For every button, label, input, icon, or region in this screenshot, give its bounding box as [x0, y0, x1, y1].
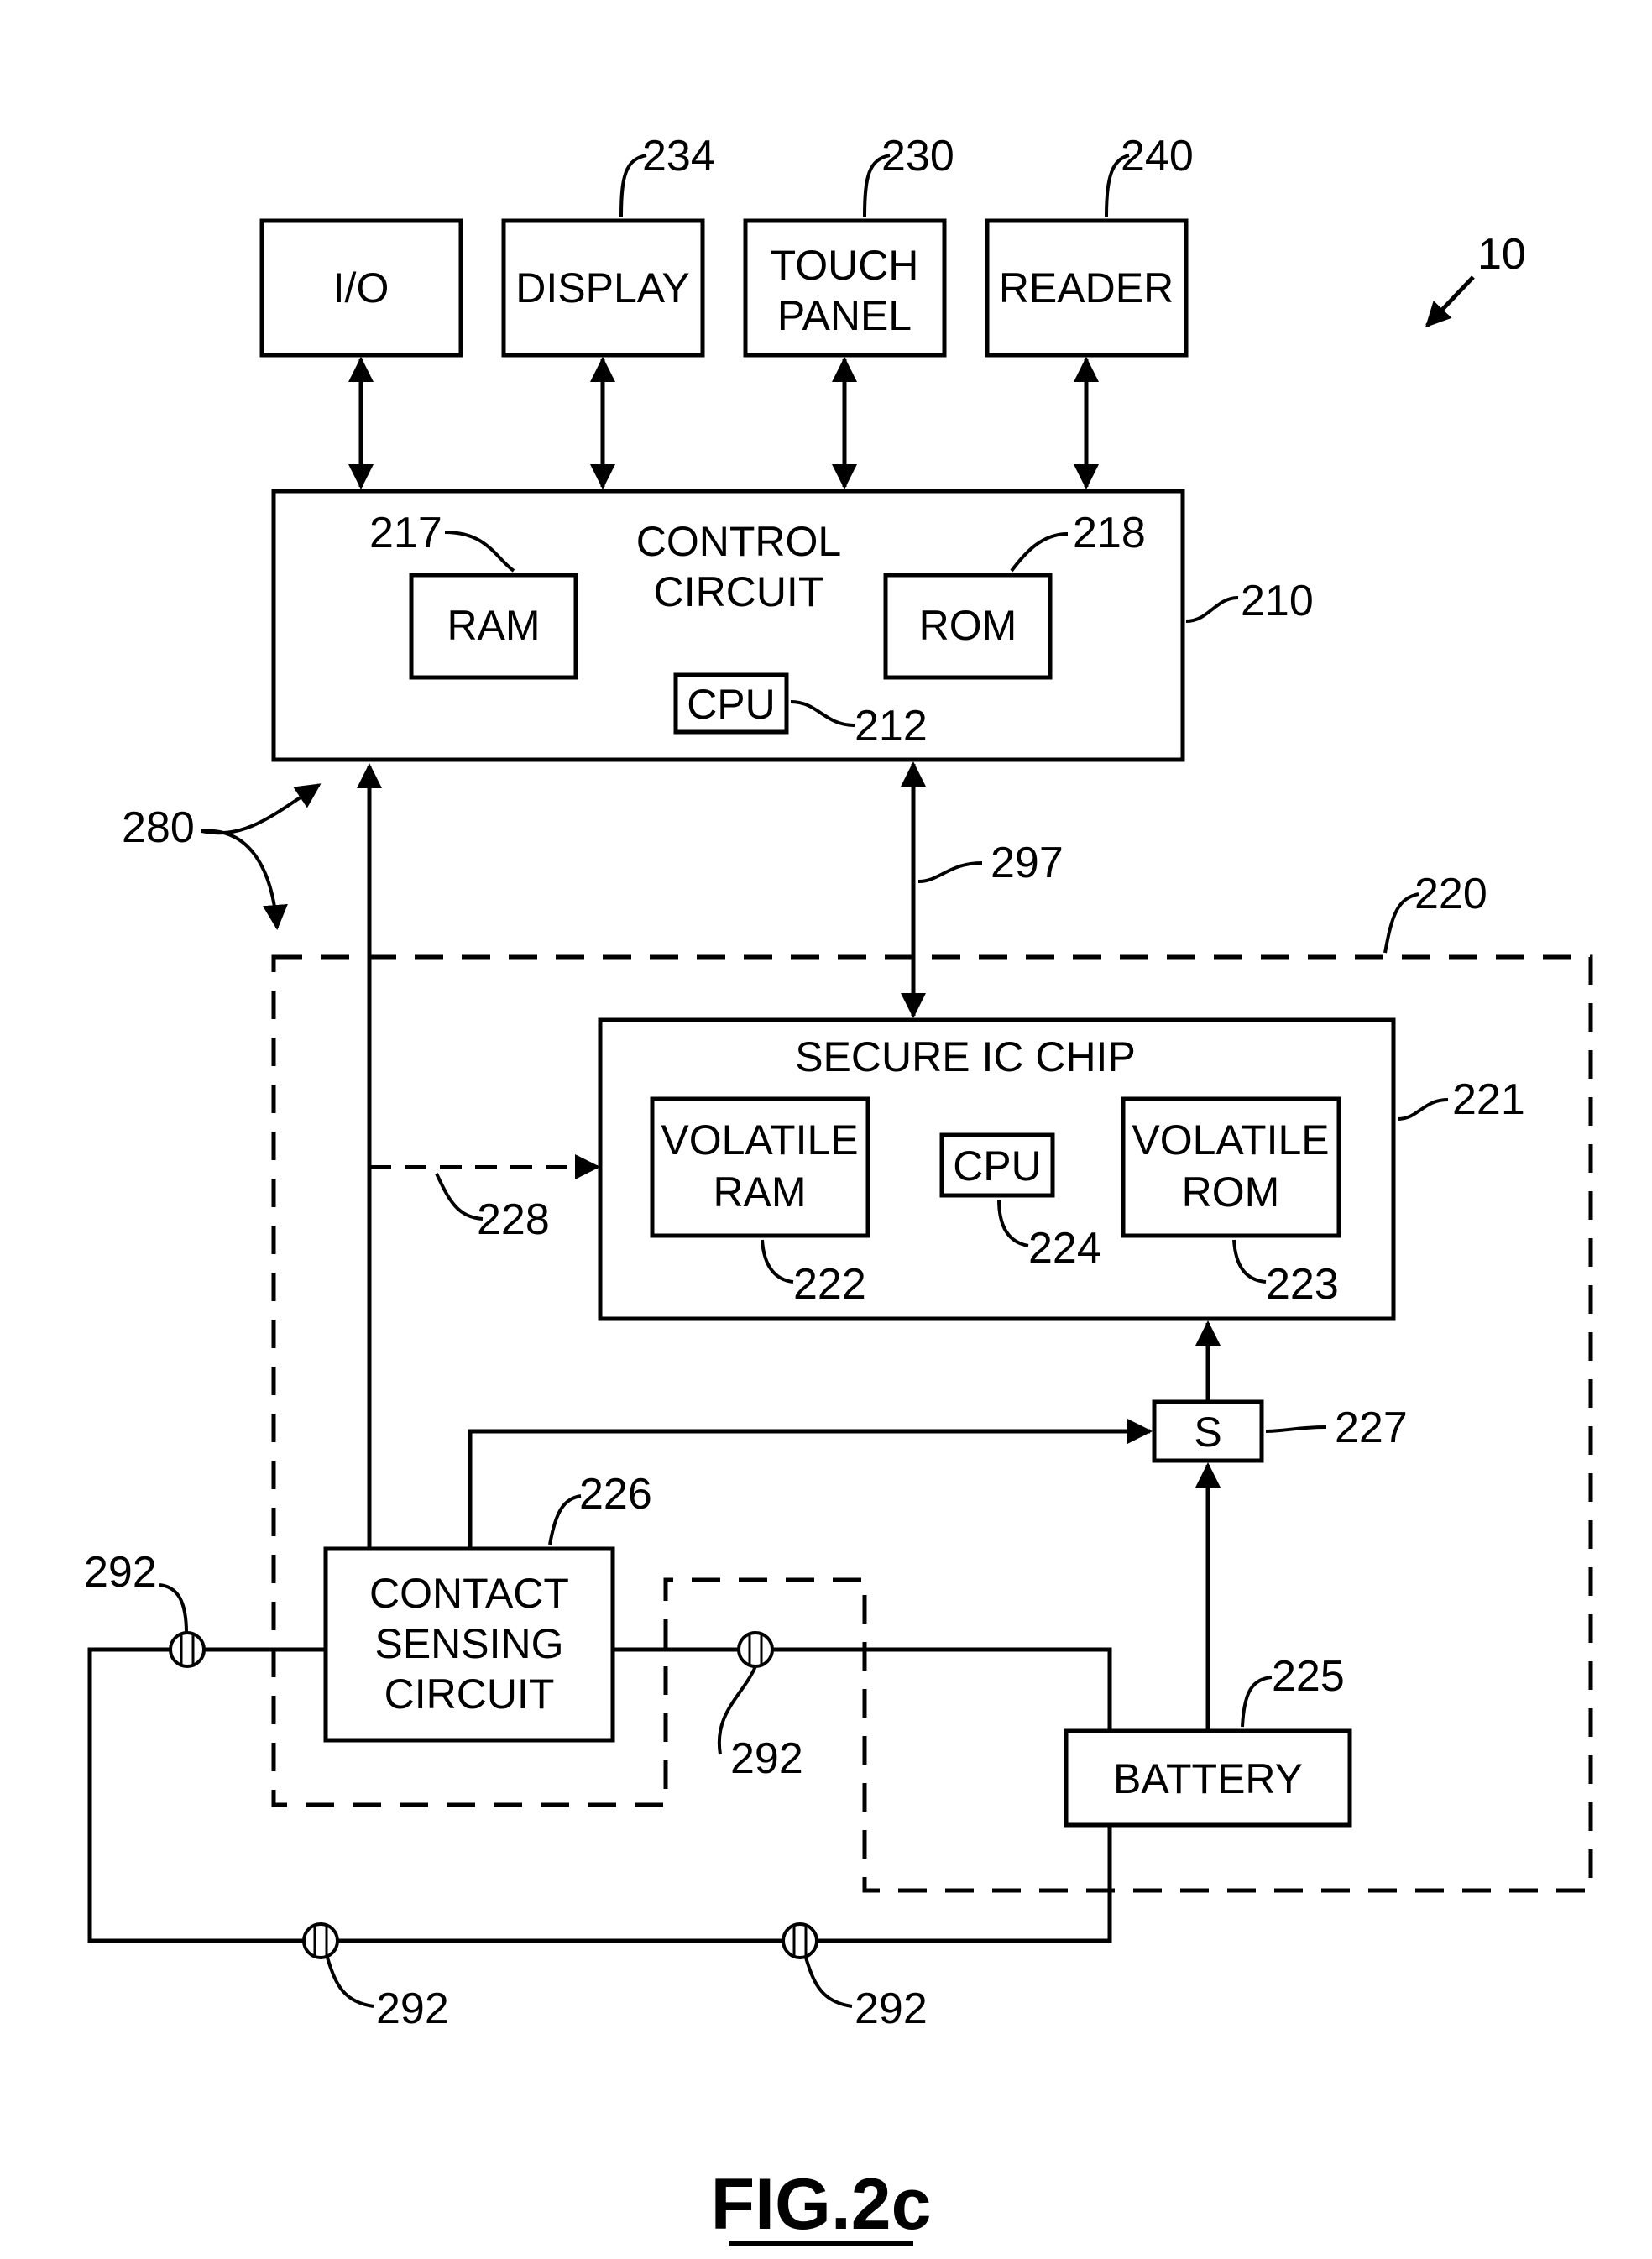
secure-bus-ref: 297 [991, 839, 1064, 887]
contact-292-a-ref: 292 [84, 1548, 157, 1597]
contact-292-d-leader [806, 1958, 852, 2006]
control-rom-ref: 218 [1073, 509, 1146, 557]
contact-292-c [304, 1924, 337, 1958]
contact-sensing-label-line1: CONTACT [369, 1570, 569, 1617]
reader-label: READER [999, 264, 1174, 311]
sensing-to-switch-arrow [470, 1431, 1150, 1549]
volatile-rom-label-line2: ROM [1182, 1169, 1280, 1216]
volatile-rom-label-line1: VOLATILE [1132, 1116, 1329, 1163]
secure-ic-chip-title: SECURE IC CHIP [795, 1033, 1136, 1080]
control-rom-box: ROM [886, 575, 1050, 677]
contact-sensing-label-line2: SENSING [374, 1620, 563, 1667]
secure-ic-chip-ref: 221 [1452, 1075, 1525, 1124]
control-circuit-label-line1: CONTROL [636, 518, 841, 565]
touch-panel-ref: 230 [881, 132, 954, 180]
volatile-ram-label-line1: VOLATILE [661, 1116, 858, 1163]
touch-panel-box: TOUCH PANEL [745, 221, 944, 355]
system-ref-arrow [1427, 277, 1473, 326]
reader-box: READER [987, 221, 1186, 355]
chip-cpu-ref: 224 [1028, 1224, 1101, 1273]
volatile-ram-label-line2: RAM [713, 1169, 806, 1216]
group-ref-arrow-lower [201, 831, 277, 928]
touch-panel-label-line1: TOUCH [771, 242, 919, 289]
secure-module-ref: 220 [1414, 870, 1487, 918]
reader-ref: 240 [1121, 132, 1194, 180]
control-circuit-leader [1186, 598, 1238, 621]
volatile-ram-box: VOLATILE RAM [652, 1099, 868, 1236]
control-cpu-label: CPU [687, 681, 776, 728]
control-rom-label: ROM [919, 602, 1017, 649]
control-circuit-label-line2: CIRCUIT [654, 568, 824, 615]
contact-sensing-ref: 226 [579, 1470, 652, 1519]
contact-292-b-ref: 292 [730, 1734, 803, 1783]
switch-label: S [1194, 1409, 1221, 1456]
switch-ref: 227 [1335, 1404, 1408, 1452]
secure-module-leader [1385, 894, 1419, 953]
contact-292-a [170, 1633, 204, 1666]
battery-label: BATTERY [1113, 1755, 1303, 1802]
control-circuit-ref: 210 [1241, 577, 1314, 625]
contact-loop-inner [613, 1650, 1110, 1731]
battery-leader [1242, 1677, 1272, 1727]
switch-leader [1266, 1427, 1326, 1431]
control-cpu-box: CPU [676, 675, 787, 732]
secure-bus-leader [918, 863, 982, 881]
io-box: I/O [262, 221, 461, 355]
figure-caption: FIG.2c [711, 2164, 932, 2245]
group-ref-arrow-upper [201, 785, 319, 833]
volatile-rom-box: VOLATILE ROM [1123, 1099, 1339, 1236]
control-ram-ref: 217 [369, 509, 442, 557]
system-ref: 10 [1477, 230, 1526, 279]
touch-panel-label-line2: PANEL [777, 292, 912, 339]
switch-box: S [1154, 1402, 1262, 1461]
battery-ref: 225 [1272, 1652, 1345, 1701]
battery-box: BATTERY [1066, 1731, 1350, 1825]
contact-sensing-circuit-box: CONTACT SENSING CIRCUIT [326, 1549, 613, 1740]
control-cpu-ref: 212 [855, 702, 928, 750]
display-ref: 234 [642, 132, 715, 180]
contact-292-d [783, 1924, 817, 1958]
chip-cpu-box: CPU [942, 1135, 1053, 1195]
chip-cpu-label: CPU [953, 1143, 1042, 1190]
erase-signal-ref: 228 [477, 1195, 550, 1244]
io-label: I/O [333, 264, 389, 311]
display-box: DISPLAY [504, 221, 703, 355]
contact-292-b [739, 1633, 772, 1666]
contact-sensing-leader [550, 1496, 581, 1545]
contact-292-d-ref: 292 [855, 1984, 928, 2033]
contact-292-c-ref: 292 [376, 1984, 449, 2033]
volatile-rom-ref: 223 [1266, 1260, 1339, 1309]
contact-292-a-leader [159, 1585, 186, 1633]
control-ram-box: RAM [411, 575, 576, 677]
volatile-ram-ref: 222 [793, 1260, 866, 1309]
control-ram-label: RAM [447, 602, 540, 649]
group-ref: 280 [122, 803, 195, 852]
contact-292-c-leader [327, 1958, 374, 2006]
display-label: DISPLAY [515, 264, 690, 311]
secure-ic-chip-leader [1398, 1100, 1448, 1119]
contact-sensing-label-line3: CIRCUIT [384, 1671, 555, 1718]
erase-signal-leader [437, 1174, 483, 1219]
